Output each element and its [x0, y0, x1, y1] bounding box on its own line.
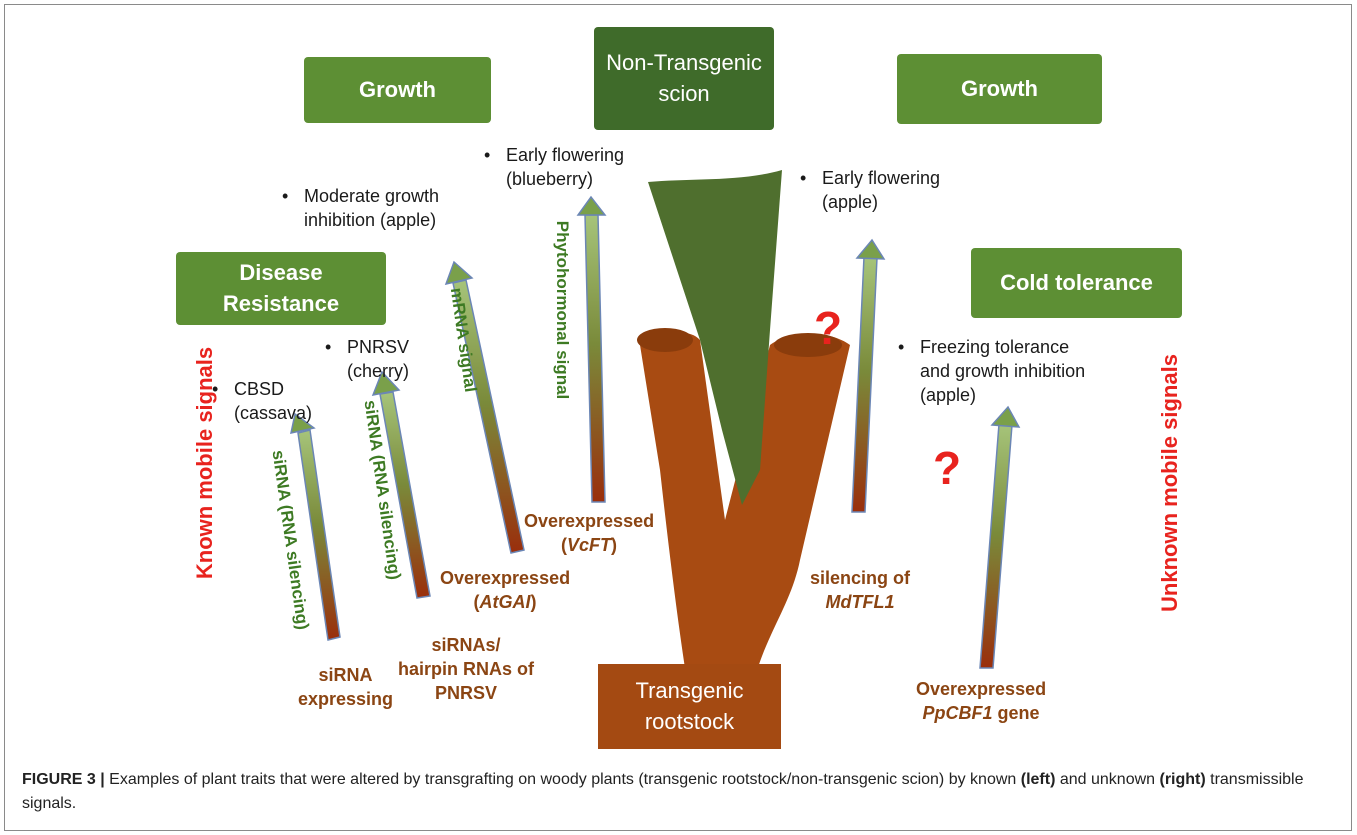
bullet: • — [212, 379, 219, 399]
trait-early-flowering-apple: •Early flowering (apple) — [800, 168, 941, 212]
bullet: • — [800, 168, 807, 188]
rootstock-box: Transgenic rootstock — [598, 664, 781, 749]
figure-caption: FIGURE 3 | Examples of plant traits that… — [22, 771, 1304, 812]
growth-box-right: Growth — [897, 54, 1102, 124]
bullet: • — [325, 337, 332, 357]
arrow-mdtfl1 — [851, 238, 886, 513]
cold-tolerance-box: Cold tolerance — [971, 248, 1182, 318]
source-hairpin-pnrsv: siRNAs/ hairpin RNAs of PNRSV — [398, 635, 535, 703]
scion-box: Non-Transgenic scion — [594, 27, 774, 130]
trait-moderate-growth: •Moderate growth inhibition (apple) — [282, 186, 440, 230]
growth-box-left: Growth — [304, 57, 491, 123]
signal-phytohormonal: Phytohormonal signal — [553, 220, 572, 400]
trait-cbsd: •CBSD (cassava) — [212, 379, 313, 423]
source-atgai: Overexpressed (AtGAI) — [440, 568, 571, 612]
known-signals-label: Known mobile signals — [192, 346, 217, 580]
arrow-sirna-pnrsv — [371, 370, 431, 599]
caption-label: FIGURE 3 | — [22, 771, 105, 788]
arrow-ppcbf1 — [979, 405, 1021, 669]
arrow-phyto — [576, 195, 607, 503]
disease-resistance-box: Disease Resistance — [176, 252, 386, 325]
trait-early-flowering-blueberry: •Early flowering (blueberry) — [484, 145, 625, 189]
bullet: • — [484, 145, 491, 165]
bullet: • — [282, 186, 289, 206]
source-mdtfl1: silencing of MdTFL1 — [810, 568, 911, 612]
bullet: • — [898, 337, 905, 357]
source-sirna-expressing: siRNA expressing — [298, 665, 394, 709]
source-vcft: Overexpressed (VcFT) — [524, 511, 655, 555]
question-mark-lower: ? — [933, 442, 962, 494]
question-mark-upper: ? — [814, 302, 843, 354]
arrow-sirna-cbsd — [290, 412, 341, 641]
unknown-signals-label: Unknown mobile signals — [1157, 354, 1182, 612]
rootstock-shape — [637, 328, 850, 700]
trait-pnrsv: •PNRSV (cherry) — [325, 337, 410, 381]
diagram-graphics — [290, 170, 1021, 700]
scion-shape — [648, 170, 782, 505]
figure-frame — [4, 4, 1352, 831]
arrow-mrna — [444, 260, 525, 554]
source-ppcbf1: Overexpressed PpCBF1 gene — [916, 679, 1047, 723]
trait-freezing-tolerance: •Freezing tolerance and growth inhibitio… — [898, 337, 1086, 405]
